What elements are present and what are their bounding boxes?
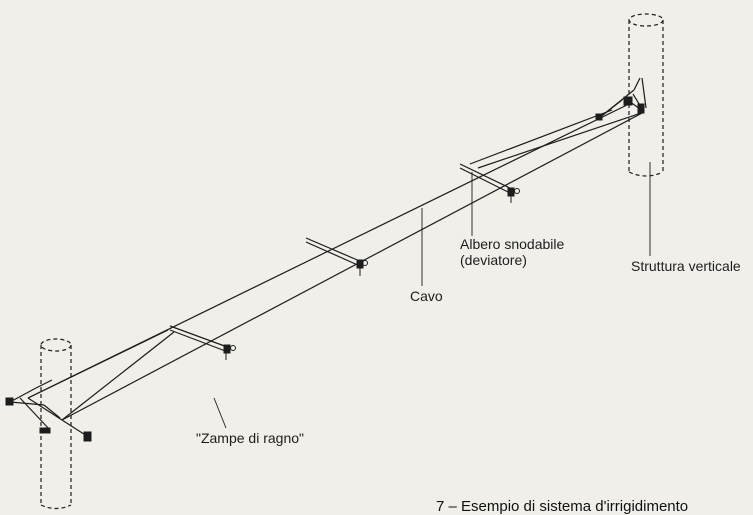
- label-snap-mast-sub: (deviatore): [460, 252, 527, 268]
- label-snap-mast: Albero snodabile (deviatore): [460, 236, 564, 268]
- pulley-icon: [507, 187, 520, 203]
- deviator-2: [305, 237, 363, 267]
- label-cable: Cavo: [410, 288, 443, 304]
- leader-lines: [213, 162, 651, 429]
- label-snap-mast-title: Albero snodabile: [460, 236, 565, 252]
- pulley-icon: [356, 259, 368, 276]
- anchor-bracket-icon: [5, 397, 92, 442]
- left-spider-legs: [9, 329, 175, 439]
- left-pole: [40, 338, 72, 510]
- pulley-icon: [223, 344, 236, 360]
- deviator-1: [169, 325, 231, 353]
- figure-caption: 7 – Esempio di sistema d'irrigidimento: [436, 498, 689, 515]
- right-spider-legs: [469, 77, 647, 169]
- label-vertical-structure: Struttura verticale: [631, 258, 741, 274]
- anchor-bracket-icon: [595, 96, 645, 121]
- right-pole: [628, 13, 664, 177]
- label-spider-legs: "Zampe di ragno": [196, 430, 304, 446]
- deviator-3: [459, 163, 515, 195]
